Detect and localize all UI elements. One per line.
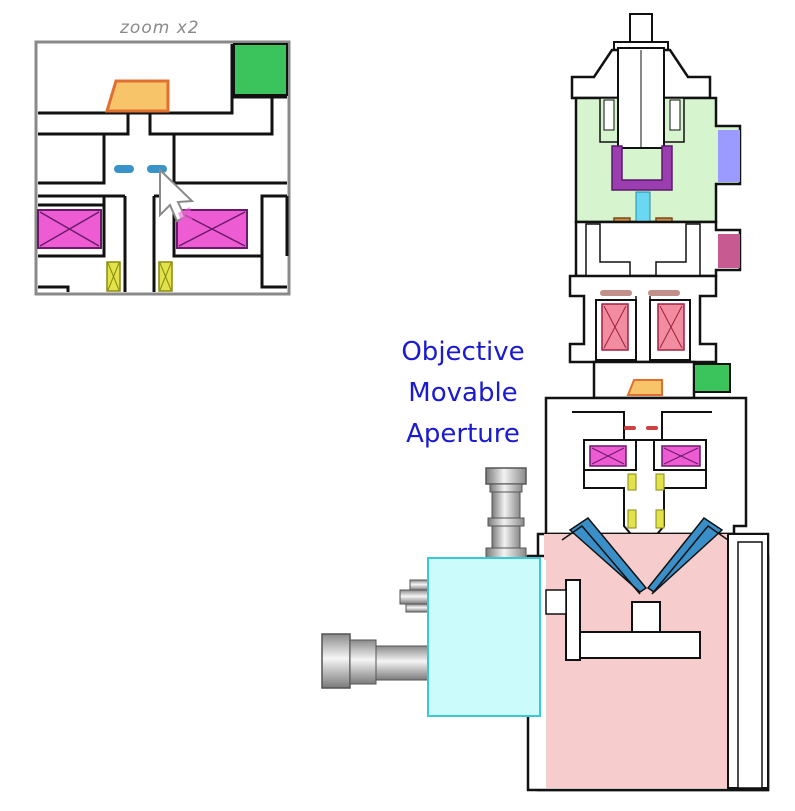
movable-aperture <box>626 379 663 396</box>
specimen-chamber <box>526 516 770 792</box>
stage-arm <box>565 579 581 661</box>
zoom-movable-aperture <box>104 79 170 113</box>
zoom-green-port <box>233 43 288 96</box>
condenser-coil-left <box>601 303 629 351</box>
callout-line-1: Objective <box>401 337 525 367</box>
zoom-stigmator-left <box>106 261 121 292</box>
green-port <box>693 363 731 393</box>
zoom-aperture-dot-left <box>114 165 134 173</box>
zoom-objective-coil-left <box>37 209 102 249</box>
zoom-label: zoom x2 <box>120 18 200 38</box>
detector-assembly <box>321 467 541 717</box>
condenser-coil-right <box>657 303 685 351</box>
callout-objective-movable-aperture: Objective Movable Aperture <box>388 332 538 455</box>
zoom-stigmator-right <box>158 261 173 292</box>
callout-line-2: Movable <box>408 378 518 408</box>
electron-gun <box>570 13 742 278</box>
condenser-aperture-left <box>600 290 632 296</box>
aperture-dot-right <box>646 426 658 430</box>
aperture-dot-left <box>624 426 636 430</box>
wehnelt <box>611 145 673 191</box>
chamber-fill <box>544 534 734 788</box>
stigmator-lower-right <box>655 509 665 529</box>
callout-line-3: Aperture <box>406 419 520 449</box>
ion-pump-port <box>718 130 740 182</box>
objective-coil-right <box>661 445 701 467</box>
condenser-lens <box>568 274 718 364</box>
objective-coil-left <box>589 445 627 467</box>
zoom-outline <box>38 44 289 292</box>
aperture-section <box>592 360 731 400</box>
stage-platform <box>579 631 701 659</box>
stigmator-upper-right <box>655 473 665 491</box>
condenser-aperture-right <box>648 290 680 296</box>
cursor-arrow-icon <box>159 167 195 226</box>
vent-port <box>718 234 740 268</box>
stigmator-lower-left <box>627 509 637 529</box>
detector-box <box>427 557 541 717</box>
detector-cone-left <box>568 517 648 593</box>
stigmator-upper-left <box>627 473 637 491</box>
objective-lens <box>544 396 748 541</box>
zoom-aperture-dot-right <box>147 165 167 173</box>
zoom-inset <box>34 40 291 296</box>
stage-post <box>631 601 661 633</box>
